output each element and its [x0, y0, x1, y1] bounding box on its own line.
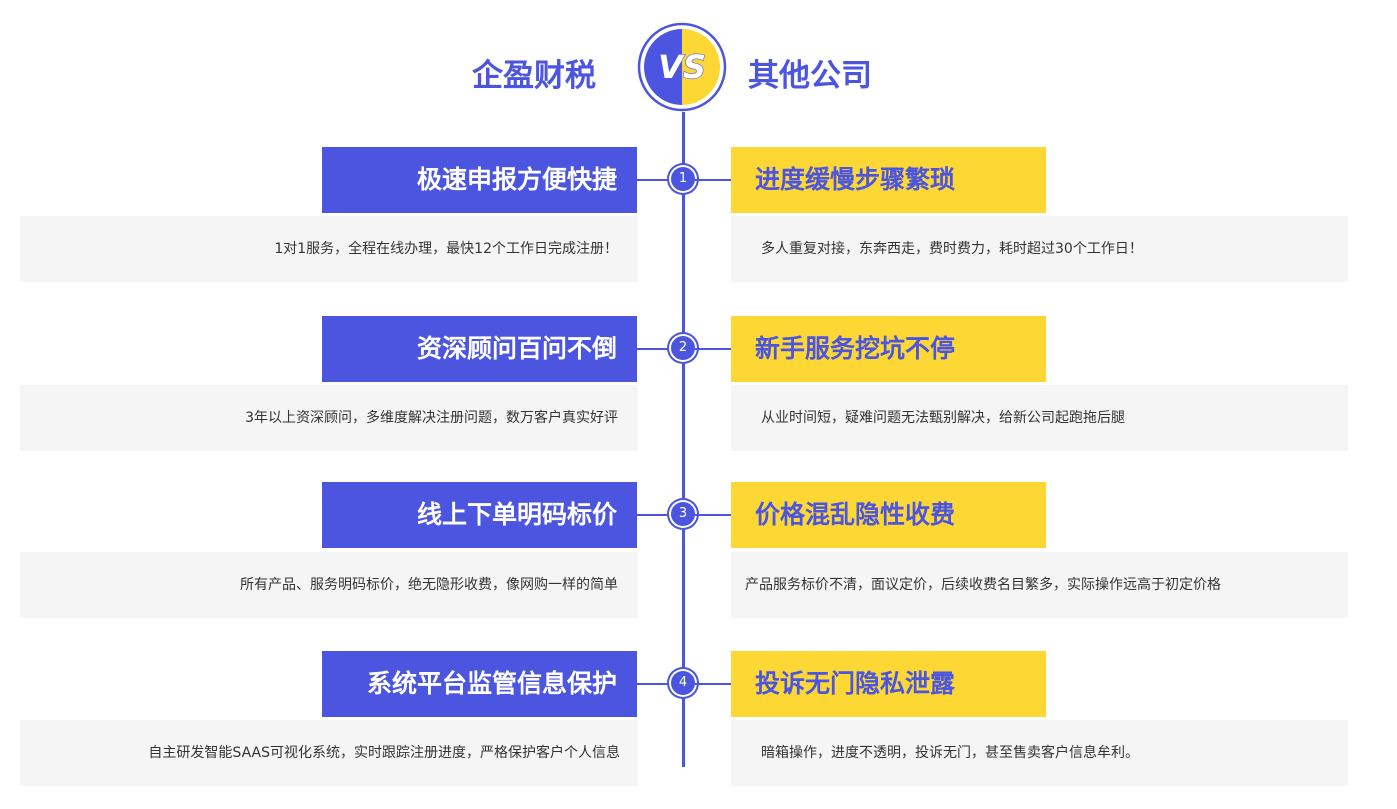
- connector-right-2: [695, 348, 731, 350]
- connector-left-3: [637, 514, 671, 516]
- disadvantage-desc-1: 多人重复对接，东奔西走，费时费力，耗时超过30个工作日！: [731, 216, 1348, 282]
- step-node-3: 3: [671, 502, 695, 526]
- disadvantage-desc-4: 暗箱操作，进度不透明，投诉无门，甚至售卖客户信息牟利。: [731, 720, 1348, 786]
- step-node-2: 2: [671, 336, 695, 360]
- advantage-title-3: 线上下单明码标价: [322, 482, 637, 548]
- advantage-desc-2: 3年以上资深顾问，多维度解决注册问题，数万客户真实好评: [20, 385, 638, 451]
- step-number-4: 4: [678, 675, 688, 690]
- advantage-title-4: 系统平台监管信息保护: [322, 651, 637, 717]
- step-number-3: 3: [678, 506, 688, 521]
- disadvantage-title-3: 价格混乱隐性收费: [731, 482, 1046, 548]
- connector-left-1: [637, 179, 671, 181]
- disadvantage-desc-3: 产品服务标价不清，面议定价，后续收费名目繁多，实际操作远高于初定价格: [731, 552, 1348, 618]
- disadvantage-title-4: 投诉无门隐私泄露: [731, 651, 1046, 717]
- connector-right-3: [695, 514, 731, 516]
- advantage-desc-1: 1对1服务，全程在线办理，最快12个工作日完成注册！: [20, 216, 638, 282]
- connector-right-1: [695, 179, 731, 181]
- advantage-desc-4: 自主研发智能SAAS可视化系统，实时跟踪注册进度，严格保护客户个人信息: [20, 720, 638, 786]
- advantage-title-2: 资深顾问百问不倒: [322, 316, 637, 382]
- disadvantage-title-1: 进度缓慢步骤繁琐: [731, 147, 1046, 213]
- vs-text: VS: [658, 48, 706, 86]
- advantage-title-1: 极速申报方便快捷: [322, 147, 637, 213]
- step-node-4: 4: [671, 671, 695, 695]
- step-number-1: 1: [678, 171, 688, 186]
- step-node-1: 1: [671, 167, 695, 191]
- disadvantage-desc-2: 从业时间短，疑难问题无法甄别解决，给新公司起跑拖后腿: [731, 385, 1348, 451]
- connector-right-4: [695, 683, 731, 685]
- timeline-line: [682, 112, 685, 767]
- connector-left-2: [637, 348, 671, 350]
- advantage-desc-3: 所有产品、服务明码标价，绝无隐形收费，像网购一样的简单: [20, 552, 638, 618]
- disadvantage-title-2: 新手服务挖坑不停: [731, 316, 1046, 382]
- brand-right-title: 其他公司: [748, 58, 872, 94]
- step-number-2: 2: [678, 340, 688, 355]
- brand-left-title: 企盈财税: [472, 58, 596, 94]
- connector-left-4: [637, 683, 671, 685]
- vs-logo: VS: [637, 22, 727, 112]
